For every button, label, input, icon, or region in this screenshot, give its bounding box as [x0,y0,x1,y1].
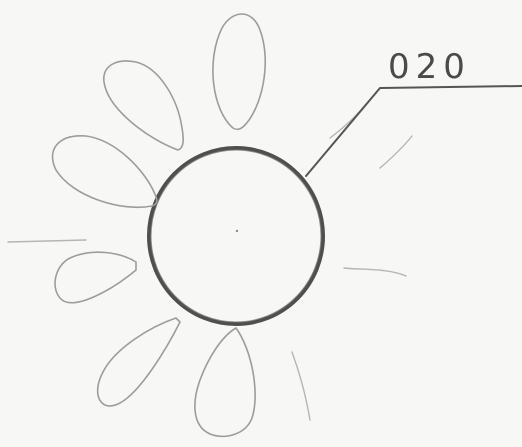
petal-left-lower [55,252,136,302]
petal-lower-left [98,318,180,406]
stroke-upper-right [330,104,366,138]
petal-left-upper [53,136,157,207]
petal-upper-left [104,61,183,150]
stroke-left [8,240,86,242]
flower-center [149,148,323,324]
stroke-right [344,268,406,276]
stroke-right-upper [380,136,412,168]
callout-label: 020 [388,47,471,87]
petal-top [213,14,265,129]
stroke-bottom-right [292,352,310,420]
petal-bottom [195,328,255,436]
